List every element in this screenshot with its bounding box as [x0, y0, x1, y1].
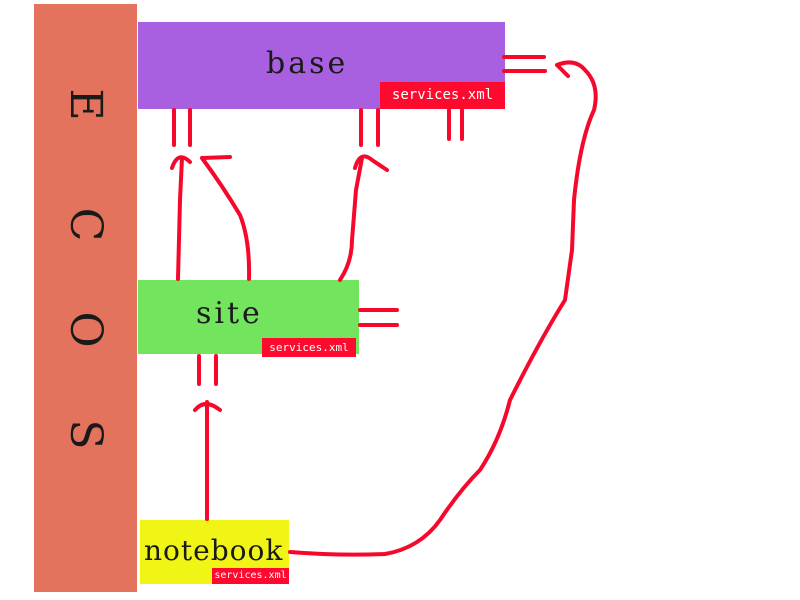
site-module: site services.xml [138, 280, 359, 357]
arrow-site-to-base-1 [170, 155, 192, 281]
notebook-module: notebook services.xml [140, 520, 289, 584]
interface-mark-base-mid [359, 108, 380, 147]
arrow-site-to-base-3 [338, 154, 389, 282]
site-label: site [196, 296, 263, 331]
interface-mark-base-right [502, 55, 547, 73]
base-services-file: services.xml [380, 82, 505, 109]
interface-mark-base-bottom [447, 108, 464, 141]
notebook-label: notebook [144, 534, 284, 567]
arrow-notebook-to-site [193, 400, 222, 521]
interface-mark-base-left [172, 108, 192, 147]
ecos-bar: E C O S [34, 4, 137, 592]
arrow-site-to-base-2 [200, 155, 252, 281]
interface-mark-site-bottom [197, 354, 218, 386]
notebook-services-file: services.xml [212, 568, 289, 584]
interface-mark-site-right [358, 308, 399, 327]
site-services-file: services.xml [262, 338, 356, 357]
base-module: base services.xml [138, 22, 505, 109]
arrow-notebook-to-base [288, 60, 598, 557]
base-label: base [266, 46, 349, 81]
